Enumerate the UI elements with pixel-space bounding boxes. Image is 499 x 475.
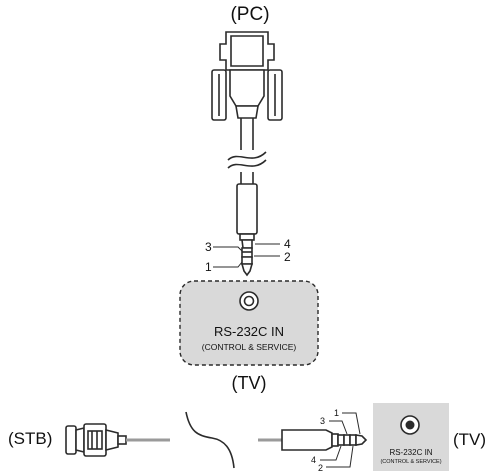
pin-1-label: 1 [205,260,212,274]
port-label-bottom: RS-232C IN [389,448,432,457]
pin-leaders-bottom [320,412,361,468]
dsub-connector-side-icon [65,423,127,457]
tv-port-panel: RS-232C IN (CONTROL & SERVICE) [179,280,319,366]
tv-label-top: (TV) [232,373,267,393]
port-sublabel-bottom: (CONTROL & SERVICE) [380,459,441,465]
pin-leaders [213,243,280,268]
dsub-connector-icon [211,31,283,121]
cable-break [185,411,235,469]
pin-3-label: 3 [205,240,212,254]
pin-4-label-bottom: 4 [311,455,316,465]
tv-port-panel-bottom: RS-232C IN (CONTROL & SERVICE) [373,403,449,471]
port-sublabel: (CONTROL & SERVICE) [202,342,297,352]
pin-2-label: 2 [284,250,291,264]
pin-3-label-bottom: 3 [320,416,325,426]
pin-2-label-bottom: 2 [318,463,323,473]
stb-label: (STB) [8,429,52,448]
jack-plug-icon [236,183,258,277]
jack-plug-horizontal-icon [281,429,368,451]
pin-4-label: 4 [284,237,291,251]
pin-1-label-bottom: 1 [334,408,339,418]
port-label: RS-232C IN [214,324,284,339]
pc-label: (PC) [230,4,269,25]
cable-top [227,118,267,184]
tv-label-bottom: (TV) [453,430,486,449]
